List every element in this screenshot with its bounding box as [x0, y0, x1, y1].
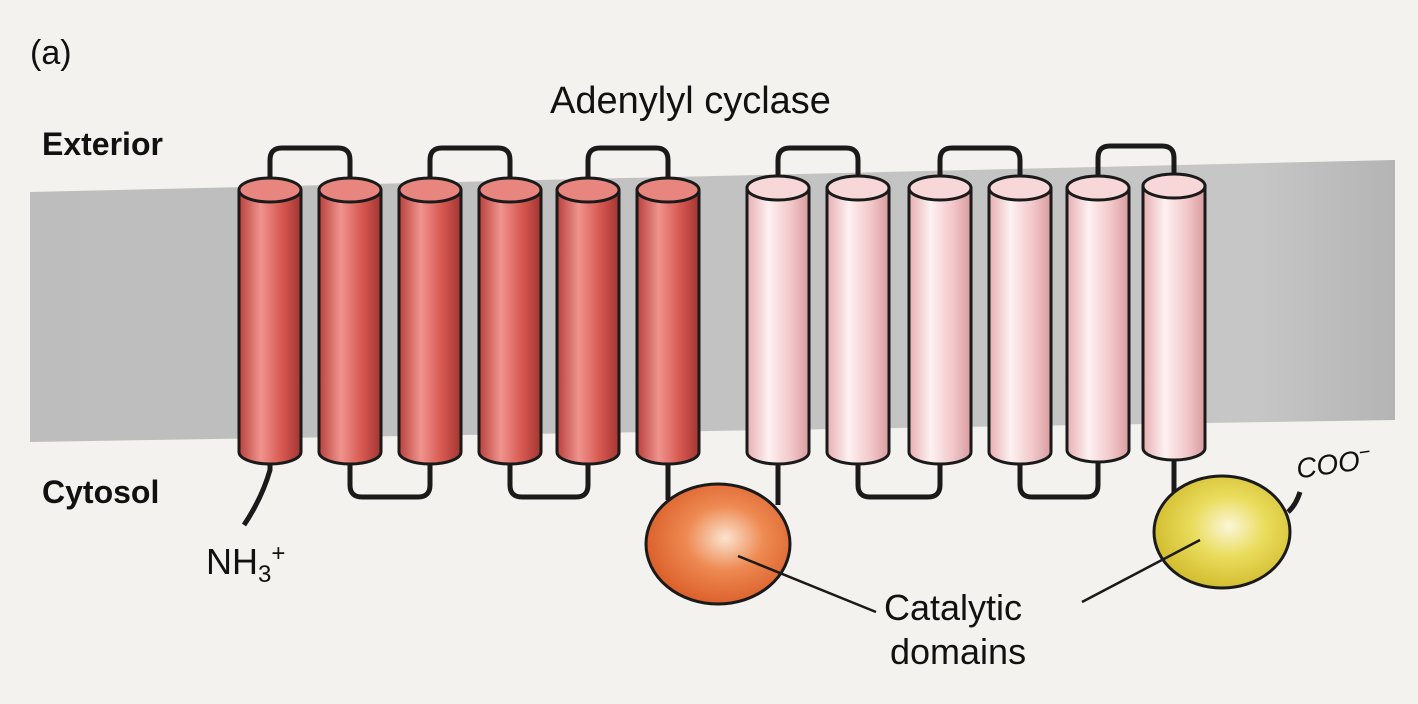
panel-label: (a)	[30, 34, 72, 73]
helix-7	[747, 176, 809, 464]
helix-2	[319, 178, 381, 464]
catalytic-domain-2	[1154, 476, 1290, 588]
n-terminus-subscript: 3	[258, 561, 271, 588]
helix-6	[637, 178, 699, 464]
cytosol-label: Cytosol	[42, 474, 159, 511]
n-terminus-label: NH3+	[206, 540, 285, 589]
catalytic-domains-label: Catalytic domains	[884, 586, 1026, 674]
helix-10	[989, 176, 1051, 464]
helix-1	[239, 178, 301, 464]
catalytic-label-line1: Catalytic	[884, 586, 1026, 630]
helix-4	[479, 178, 541, 464]
exterior-label: Exterior	[42, 126, 163, 163]
diagram-title: Adenylyl cyclase	[550, 80, 831, 123]
n-terminus-base: NH	[206, 541, 258, 582]
helix-11	[1067, 176, 1129, 462]
helix-8	[827, 176, 889, 464]
helix-3	[399, 178, 461, 464]
catalytic-domain-1	[646, 484, 790, 604]
n-terminus-superscript: +	[271, 540, 285, 567]
catalytic-label-line2: domains	[884, 630, 1026, 674]
helix-9	[909, 176, 971, 464]
helix-5	[557, 178, 619, 464]
helix-12	[1143, 174, 1205, 460]
